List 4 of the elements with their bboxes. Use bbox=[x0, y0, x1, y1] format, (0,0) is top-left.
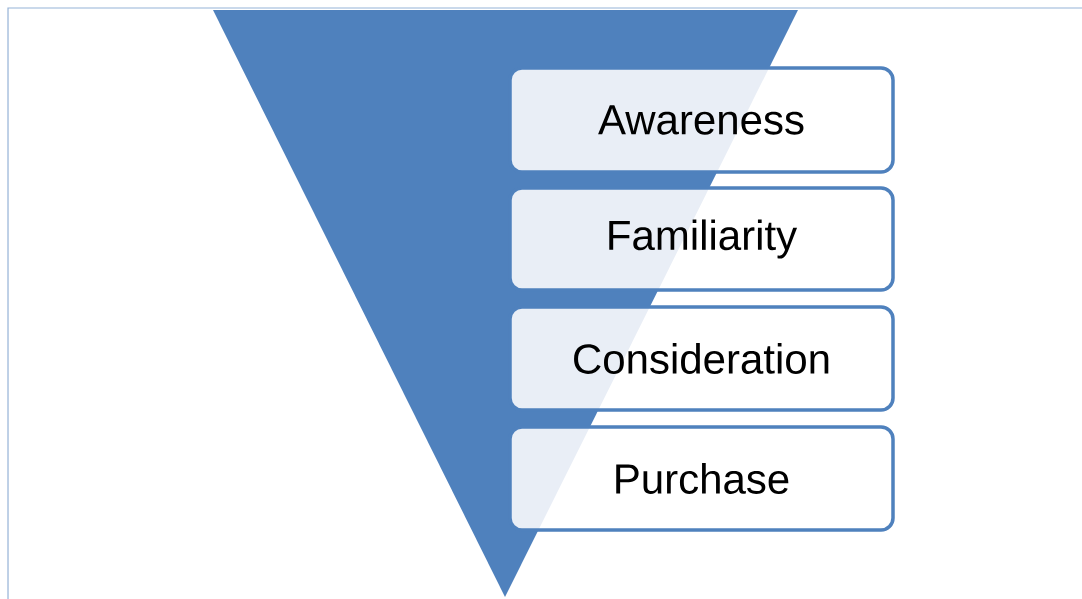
stage-box: Awareness bbox=[508, 66, 895, 174]
stage-box: Consideration bbox=[508, 305, 895, 412]
stage-box: Purchase bbox=[508, 425, 895, 532]
stage-box: Familiarity bbox=[508, 186, 895, 292]
